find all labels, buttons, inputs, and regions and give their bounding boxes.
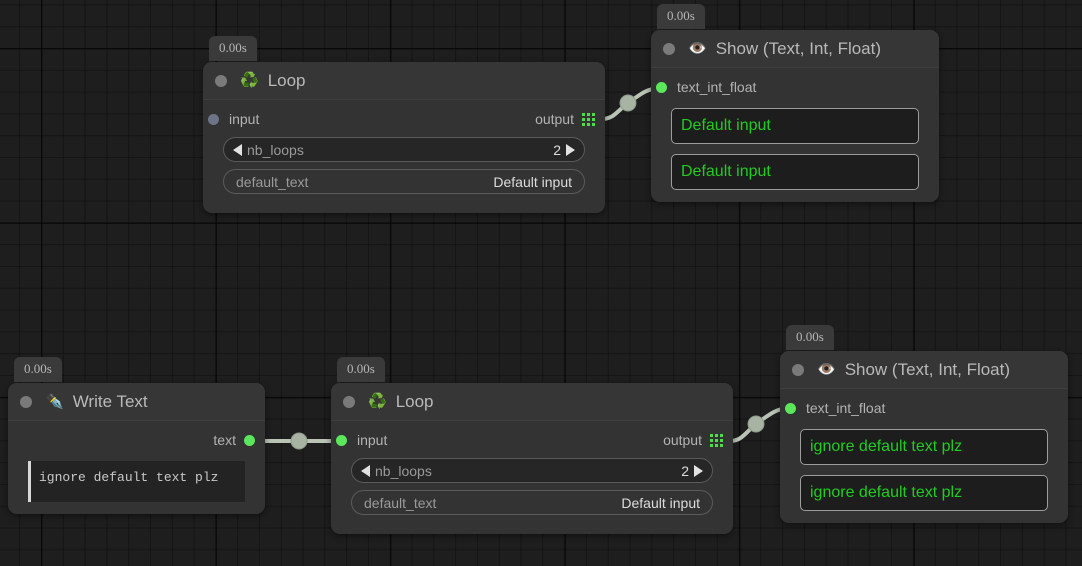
increment-arrow-icon[interactable]: [566, 143, 575, 156]
increment-arrow-icon[interactable]: [694, 464, 703, 477]
input-port-label: input: [229, 111, 260, 127]
decrement-arrow-icon[interactable]: [233, 143, 242, 156]
collapse-toggle-icon[interactable]: [20, 395, 32, 408]
time-badge: 0.00s: [657, 4, 705, 29]
param-value[interactable]: 2: [681, 462, 689, 479]
output-port-dot[interactable]: [244, 434, 255, 446]
node-title: Loop: [395, 391, 434, 411]
node-header[interactable]: ♻️ Loop: [331, 383, 733, 421]
collapse-toggle-icon[interactable]: [663, 42, 675, 55]
node-show-2[interactable]: 0.00s 👁️ Show (Text, Int, Float) text_in…: [780, 325, 1068, 523]
input-port-dot[interactable]: [208, 113, 219, 125]
port-row-io: input output: [208, 108, 595, 130]
param-name: default_text: [236, 173, 309, 190]
collapse-toggle-icon[interactable]: [215, 74, 227, 87]
input-port-dot[interactable]: [785, 402, 796, 414]
param-value[interactable]: Default input: [621, 494, 700, 511]
node-title: Show (Text, Int, Float): [715, 38, 882, 58]
node-title: Show (Text, Int, Float): [844, 359, 1011, 379]
grid-icon[interactable]: [710, 433, 723, 447]
pen-nib-icon: ✒️: [45, 393, 64, 410]
param-default-text[interactable]: default_text Default input: [351, 490, 713, 515]
input-port-label: text_int_float: [677, 79, 757, 95]
time-badge: 0.00s: [337, 357, 385, 382]
eye-icon: 👁️: [817, 361, 836, 378]
wire-handle-1[interactable]: [619, 94, 637, 112]
node-header[interactable]: ♻️ Loop: [203, 62, 605, 100]
input-port-dot[interactable]: [656, 81, 667, 93]
output-value-box: Default input: [671, 108, 919, 144]
param-name: nb_loops: [375, 462, 432, 479]
collapse-toggle-icon[interactable]: [792, 363, 804, 376]
node-header[interactable]: 👁️ Show (Text, Int, Float): [651, 30, 939, 68]
recycle-icon: ♻️: [240, 72, 259, 89]
node-body: text_int_float ignore default text plz i…: [780, 389, 1068, 523]
param-name: default_text: [364, 494, 437, 511]
node-loop-2[interactable]: 0.00s ♻️ Loop input output nb_loops 2: [331, 357, 733, 534]
text-input-editor[interactable]: ignore default text plz: [28, 461, 245, 502]
recycle-icon: ♻️: [368, 393, 387, 410]
port-row-input: text_int_float: [656, 76, 929, 98]
output-value-box: ignore default text plz: [800, 429, 1048, 465]
param-nb-loops-stepper[interactable]: nb_loops 2: [351, 458, 713, 483]
time-badge: 0.00s: [786, 325, 834, 350]
input-port-dot[interactable]: [336, 434, 347, 446]
node-title: Loop: [267, 70, 306, 90]
node-header[interactable]: 👁️ Show (Text, Int, Float): [780, 351, 1068, 389]
output-port-label: output: [535, 111, 574, 127]
node-body: input output nb_loops 2 default_text Def…: [203, 100, 605, 213]
input-port-label: text_int_float: [806, 400, 886, 416]
param-value[interactable]: 2: [553, 141, 561, 158]
node-loop-1[interactable]: 0.00s ♻️ Loop input output nb_loops 2: [203, 36, 605, 213]
node-body: text ignore default text plz: [8, 421, 265, 514]
node-body: text_int_float Default input Default inp…: [651, 68, 939, 202]
output-value-box: Default input: [671, 154, 919, 190]
param-default-text[interactable]: default_text Default input: [223, 169, 585, 194]
param-nb-loops-stepper[interactable]: nb_loops 2: [223, 137, 585, 162]
node-header[interactable]: ✒️ Write Text: [8, 383, 265, 421]
node-body: input output nb_loops 2 default_text Def…: [331, 421, 733, 534]
node-show-1[interactable]: 0.00s 👁️ Show (Text, Int, Float) text_in…: [651, 4, 939, 202]
collapse-toggle-icon[interactable]: [343, 395, 355, 408]
node-write-text[interactable]: 0.00s ✒️ Write Text text ignore default …: [8, 357, 265, 514]
node-title: Write Text: [72, 391, 148, 411]
port-row-output: text: [18, 429, 255, 451]
output-value-box: ignore default text plz: [800, 475, 1048, 511]
param-value[interactable]: Default input: [493, 173, 572, 190]
wire-handle-3[interactable]: [747, 415, 765, 433]
output-port-label: output: [663, 432, 702, 448]
port-row-io: input output: [336, 429, 723, 451]
grid-icon[interactable]: [582, 112, 595, 126]
eye-icon: 👁️: [688, 40, 707, 57]
time-badge: 0.00s: [14, 357, 62, 382]
wire-handle-2[interactable]: [290, 432, 308, 450]
decrement-arrow-icon[interactable]: [361, 464, 370, 477]
output-port-label: text: [213, 432, 236, 448]
input-port-label: input: [357, 432, 388, 448]
port-row-input: text_int_float: [785, 397, 1058, 419]
time-badge: 0.00s: [209, 36, 257, 61]
param-name: nb_loops: [247, 141, 304, 158]
